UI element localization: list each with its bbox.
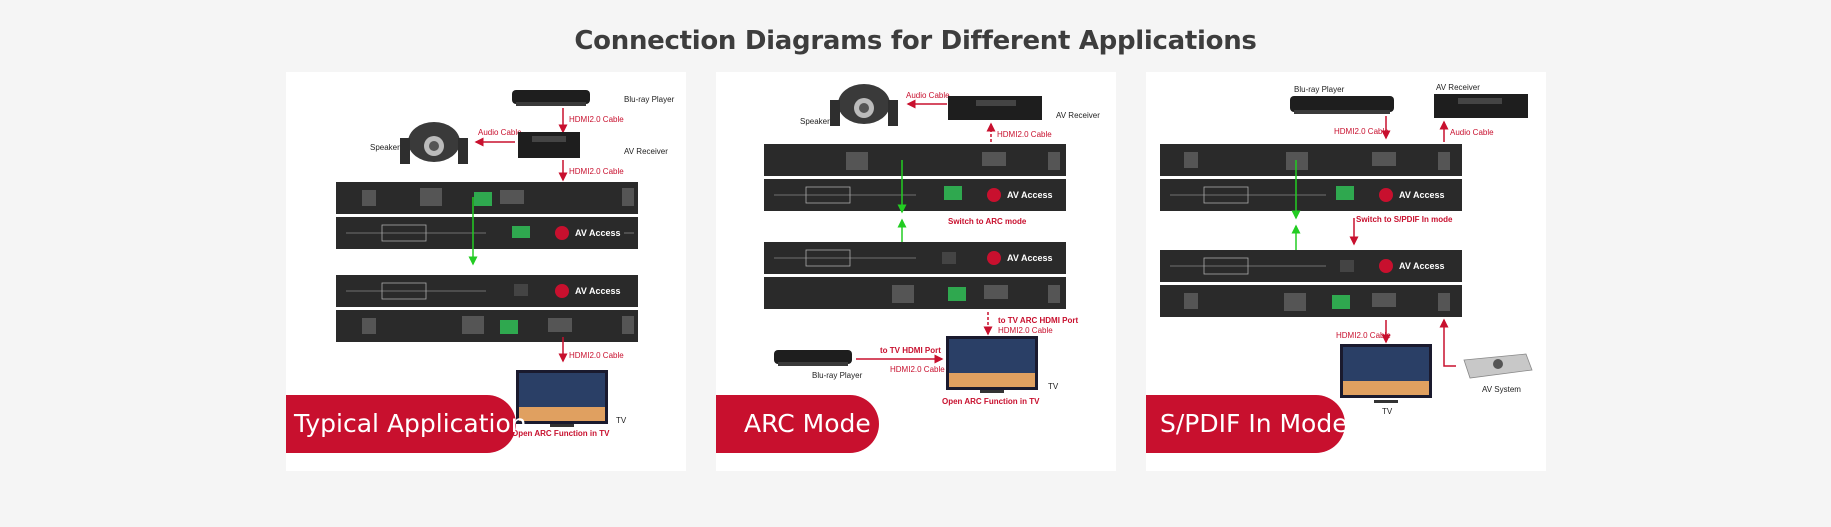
receiver-rear xyxy=(336,310,638,342)
bluray-player-device xyxy=(1290,96,1394,114)
badge-typical-application[interactable]: Typical Application xyxy=(286,395,527,453)
transmitter-front: AV Access xyxy=(1160,179,1462,211)
tv-device xyxy=(1340,344,1432,403)
hdmi-label: HDMI2.0 Cable xyxy=(890,365,945,374)
arc-mode-diagram: Speaker Audio Cable AV Receiver HDMI2.0 … xyxy=(764,84,1100,406)
brand-text: AV Access xyxy=(575,286,621,296)
page-title: Connection Diagrams for Different Applic… xyxy=(574,26,1257,56)
brand-text: AV Access xyxy=(1399,190,1445,200)
panel-arc-mode: Speaker Audio Cable AV Receiver HDMI2.0 … xyxy=(716,72,1116,471)
speaker-label: Speaker xyxy=(800,117,830,126)
brand-text: AV Access xyxy=(575,228,621,238)
badge-arc-mode[interactable]: ARC Mode xyxy=(716,395,879,453)
audio-cable-label: Audio Cable xyxy=(906,91,950,100)
switch-note: Switch to S/PDIF In mode xyxy=(1356,215,1453,224)
brand-text: AV Access xyxy=(1007,190,1053,200)
tv-arc-port-label: to TV ARC HDMI Port xyxy=(998,316,1078,325)
bluray-label: Blu-ray Player xyxy=(624,95,675,104)
bluray-player-device xyxy=(512,90,590,106)
bluray-label: Blu-ray Player xyxy=(812,371,863,380)
arc-note: Open ARC Function in TV xyxy=(942,397,1040,406)
speaker-label: Speaker xyxy=(370,143,400,152)
spdif-arrow xyxy=(1439,318,1456,367)
receiver-rear xyxy=(1160,285,1462,317)
tv-label: TV xyxy=(1048,382,1059,391)
receiver-front: AV Access xyxy=(336,275,638,307)
switch-note: Switch to ARC mode xyxy=(948,217,1027,226)
hdmi-label: HDMI2.0 Cable xyxy=(998,326,1053,335)
arc-note: Open ARC Function in TV xyxy=(512,429,610,438)
transmitter-rear xyxy=(764,144,1066,176)
hdmi-label: HDMI2.0 Cable xyxy=(1334,127,1389,136)
hdmi-label: HDMI2.0 Cable xyxy=(569,115,624,124)
av-receiver-device xyxy=(1434,94,1528,118)
badge-spdif-in-mode[interactable]: S/PDIF In Mode xyxy=(1146,395,1348,453)
receiver-front: AV Access xyxy=(764,242,1066,274)
audio-cable-label: Audio Cable xyxy=(1450,128,1494,137)
transmitter-front: AV Access xyxy=(764,179,1066,211)
hdmi-label: HDMI2.0 Cable xyxy=(1336,331,1391,340)
speaker-device xyxy=(400,122,468,164)
brand-text: AV Access xyxy=(1399,261,1445,271)
av-receiver-label: AV Receiver xyxy=(1436,83,1480,92)
panel-spdif-in-mode: Blu-ray Player HDMI2.0 Cable AV Receiver… xyxy=(1146,72,1546,471)
transmitter-rear xyxy=(336,182,638,214)
typical-application-diagram: Blu-ray Player HDMI2.0 Cable Speaker Aud… xyxy=(336,90,675,438)
tv-device xyxy=(516,370,608,427)
tv-hdmi-port-label: to TV HDMI Port xyxy=(880,346,941,355)
bluray-label: Blu-ray Player xyxy=(1294,85,1345,94)
receiver-rear xyxy=(764,277,1066,309)
hdmi-label: HDMI2.0 Cable xyxy=(997,130,1052,139)
av-receiver-label: AV Receiver xyxy=(1056,111,1100,120)
transmitter-front: AV Access xyxy=(336,217,638,249)
bluray-player-device xyxy=(774,350,852,366)
receiver-front: AV Access xyxy=(1160,250,1462,282)
tv-label: TV xyxy=(616,416,627,425)
panel-typical-application: Blu-ray Player HDMI2.0 Cable Speaker Aud… xyxy=(286,72,686,471)
tv-device xyxy=(946,336,1038,393)
speaker-device xyxy=(830,84,898,126)
av-receiver-label: AV Receiver xyxy=(624,147,668,156)
transmitter-rear xyxy=(1160,144,1462,176)
brand-text: AV Access xyxy=(1007,253,1053,263)
spdif-in-mode-diagram: Blu-ray Player HDMI2.0 Cable AV Receiver… xyxy=(1160,83,1533,416)
av-system-device xyxy=(1463,353,1533,379)
audio-cable-label: Audio Cable xyxy=(478,128,522,137)
av-receiver-device xyxy=(948,96,1042,120)
av-system-label: AV System xyxy=(1482,385,1521,394)
tv-label: TV xyxy=(1382,407,1393,416)
hdmi-label: HDMI2.0 Cable xyxy=(569,351,624,360)
hdmi-label: HDMI2.0 Cable xyxy=(569,167,624,176)
av-receiver-device xyxy=(518,132,580,158)
